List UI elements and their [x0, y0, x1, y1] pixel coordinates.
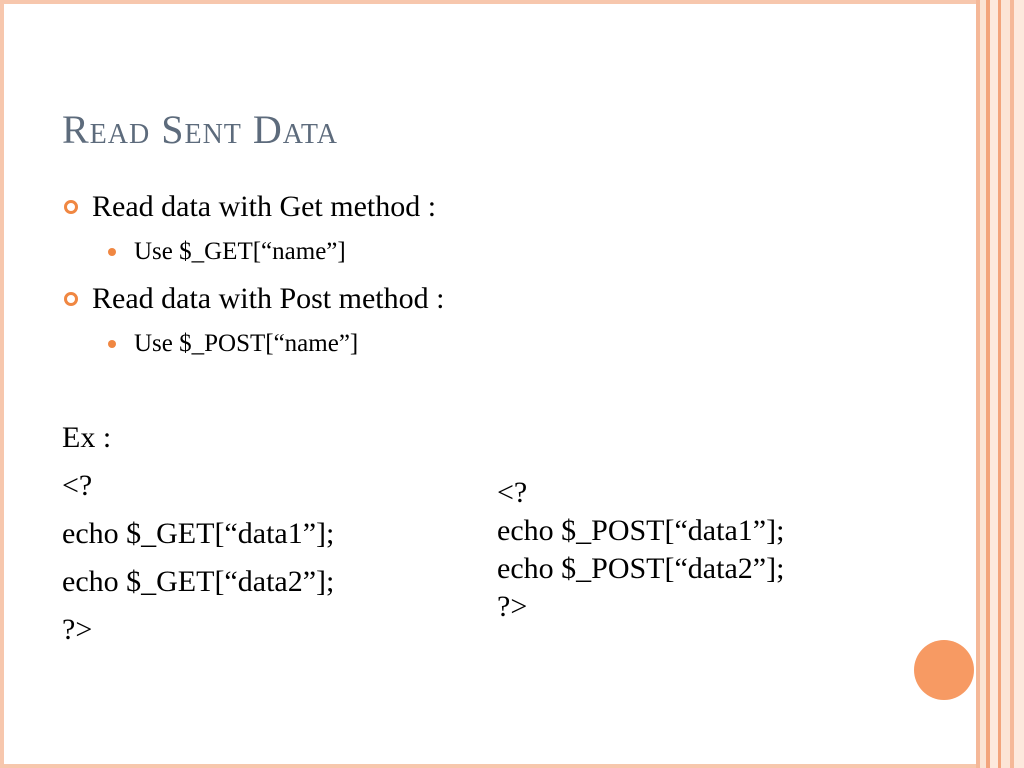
code-line: echo $_GET[“data2”]; — [62, 565, 335, 598]
stripe — [986, 0, 990, 768]
code-line: echo $_POST[“data2”]; — [497, 552, 785, 585]
slide-frame-top — [0, 0, 980, 4]
code-line: ?> — [62, 613, 93, 646]
code-line: echo $_GET[“data1”]; — [62, 517, 335, 550]
stripe — [1001, 0, 1010, 768]
example-get-code: Ex : <? echo $_GET[“data1”]; echo $_GET[… — [62, 416, 334, 656]
stripe — [1014, 0, 1024, 768]
stripe — [1010, 0, 1014, 768]
decorative-circle — [914, 640, 974, 700]
example-post-code: <? echo $_POST[“data1”]; echo $_POST[“da… — [497, 474, 784, 626]
bullet-text: Read data with Get method : — [92, 190, 437, 223]
slide-frame-bottom — [0, 764, 980, 768]
stripe — [980, 0, 986, 768]
stripe — [976, 0, 980, 768]
bullet-text: Read data with Post method : — [92, 282, 445, 315]
code-line: echo $_POST[“data1”]; — [497, 514, 785, 547]
dot-bullet-icon — [108, 248, 116, 256]
code-line: <? — [62, 469, 93, 502]
slide-frame-left — [0, 0, 4, 768]
dot-bullet-icon — [108, 340, 116, 348]
stripe — [990, 0, 998, 768]
stripe — [998, 0, 1001, 768]
ring-bullet-icon — [64, 200, 78, 214]
code-line: ?> — [497, 590, 528, 623]
code-line: Ex : — [62, 421, 112, 454]
sub-bullet-text: Use $_POST[“name”] — [134, 330, 359, 357]
code-line: <? — [497, 476, 528, 509]
ring-bullet-icon — [64, 292, 78, 306]
sub-bullet-text: Use $_GET[“name”] — [134, 238, 346, 265]
slide-title: Read Sent Data — [62, 107, 338, 152]
